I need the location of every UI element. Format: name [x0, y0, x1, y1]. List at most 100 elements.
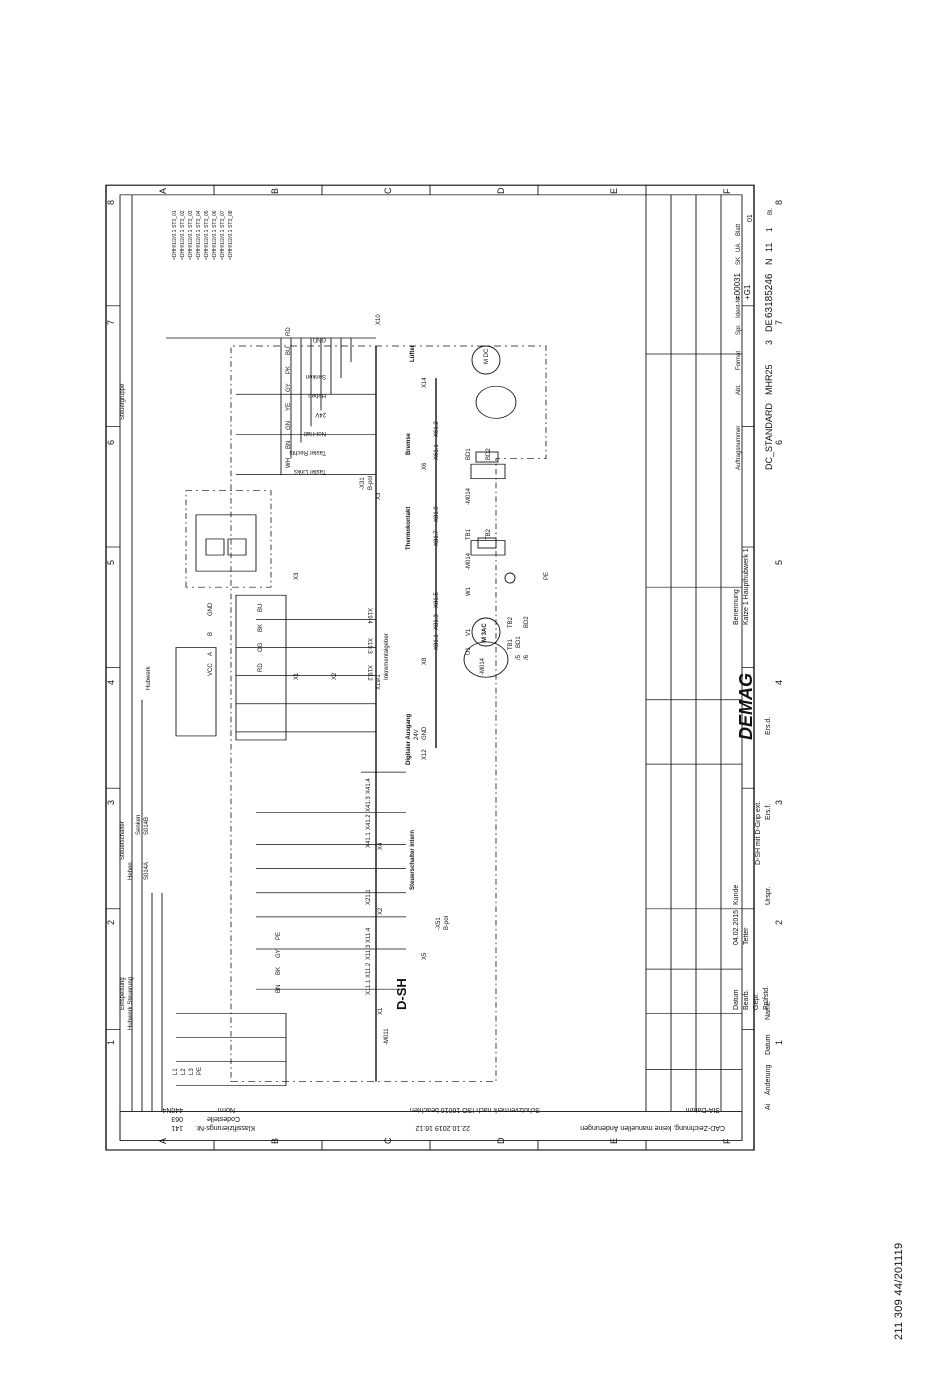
device-boundary — [230, 345, 547, 1082]
thermo-tb2: TB2 — [486, 528, 492, 540]
outid-1: ST3_01 — [172, 210, 178, 228]
norm-label: Norm — [218, 1106, 235, 1113]
encoder-module — [235, 594, 287, 741]
column-labels: 1 2 3 4 5 6 7 8 1 2 3 4 5 6 7 8 — [106, 200, 784, 1045]
row-b-top: B — [270, 188, 280, 194]
out-4: =DHH/1/2/0.1 — [196, 229, 202, 260]
bl-label: Bl. — [768, 208, 774, 215]
row-a: A — [158, 1138, 168, 1144]
klassifizierung-label: Klassifizierungs-Nr. — [195, 1124, 255, 1131]
top-right-2: +G1 — [743, 284, 752, 300]
enc-x19-1: X19/1 — [376, 674, 382, 690]
col-3: 3 — [106, 800, 116, 805]
enc-rd: RD — [258, 663, 264, 672]
x3-ref: -X31 — [360, 477, 366, 490]
bus-label: B-pol — [444, 916, 450, 930]
phase-l3: L3 — [189, 1068, 195, 1075]
motor-x81-3: X81.3 — [434, 614, 440, 630]
term-x21-1: X21.1 — [366, 889, 372, 905]
auftragsnummer-label: Auftragsnummer — [736, 426, 742, 470]
motor-w1: W1 — [466, 586, 472, 596]
row-markers — [213, 185, 647, 1150]
enc-og: OG — [258, 642, 264, 652]
steuerschalter-intern: Steuerschalter intern — [410, 830, 416, 890]
row-d: D — [496, 1137, 506, 1144]
motor-tb2: TB2 — [508, 616, 514, 628]
row-d-top: D — [496, 187, 506, 194]
col-6: 6 — [106, 440, 116, 445]
row-e-top: E — [609, 188, 619, 194]
out-3: =DHH/1/2/0.1 — [188, 229, 194, 260]
auftrag-value: DC_STANDARD — [764, 403, 774, 470]
thermo-x81-9: X81.9 — [434, 506, 440, 522]
sia-datum: SIA-Datum — [686, 1106, 720, 1113]
outid-7: ST3_07 — [220, 210, 226, 228]
brake-ref: -M014 — [466, 487, 472, 505]
urspr-label: Urspr. — [765, 886, 772, 905]
x3-sig-links: Taster Links — [294, 468, 326, 474]
timestamp: 22.10.2019 16:12 — [415, 1124, 470, 1131]
outid-6: ST3_06 — [212, 210, 218, 228]
motor-x8: X8 — [422, 657, 428, 665]
bearb-label: Bearb. — [743, 989, 750, 1010]
x3-wh: WH — [286, 458, 292, 468]
group-einspeisung: Einspeisung — [120, 977, 126, 1010]
dsh-ref: -M011 — [384, 1028, 390, 1045]
x5-label: X5 — [422, 952, 428, 960]
col-6-b: 6 — [774, 440, 784, 445]
title-block-text: DEMAG Datum 04.02.2015 Bearb. Tetter Gep… — [733, 208, 775, 1110]
col-2: 2 — [106, 920, 116, 925]
brake-x6: X6 — [422, 462, 428, 470]
x3-gn: GN — [286, 421, 292, 430]
brake-coil — [470, 463, 506, 480]
x3-sub: B-pol — [368, 476, 374, 490]
column-markers — [106, 305, 754, 1030]
codestelle-value: 063 — [171, 1115, 183, 1122]
outer-frame — [105, 184, 755, 1151]
brake-bd1: BD1 — [466, 448, 472, 460]
description: D-SH mit D-Grip ext. — [755, 801, 762, 865]
enc-module: Inkrementalgeber — [384, 633, 390, 680]
ladder-group-labels: Einspeisung Hubwerk Steuerung Heben Senk… — [120, 383, 152, 1030]
spr-value: DE — [764, 319, 774, 332]
outid-2: ST3_02 — [180, 210, 186, 228]
brake-x61-1: X61.1 — [434, 444, 440, 460]
row-b: B — [270, 1138, 280, 1144]
motor-labels: M 3AC -M014 X8 U1 V1 W1 PE X81.1 X81.3 X… — [422, 572, 550, 675]
sk-value: N — [764, 259, 774, 266]
term-x11-4: X11.4 — [366, 927, 372, 943]
phase-l2: L2 — [181, 1068, 187, 1075]
phase-l1: L1 — [173, 1068, 179, 1075]
term-x11-3: X11.3 — [366, 944, 372, 960]
bl-value: 1 — [765, 227, 774, 232]
motor-u1: U1 — [466, 647, 472, 655]
col-5: 5 — [106, 560, 116, 565]
group-hubwerk-steuerung: Hubwerk Steuerung — [128, 977, 134, 1030]
ua-label: UA — [736, 244, 742, 252]
logo: DEMAG — [736, 673, 756, 740]
digital-24v: 24V — [414, 729, 420, 740]
x3-sig-rechts: Taster Rechts — [289, 449, 326, 455]
out-6: =DHH/1/2/0.1 — [212, 229, 218, 260]
fan-x14: X14 — [422, 377, 428, 388]
ers-durch-label: Ers.d. — [765, 717, 772, 735]
x12-label: X12 — [422, 749, 428, 760]
blatt-value: 01 — [747, 214, 754, 222]
brake-label: Bremse — [406, 432, 412, 455]
digitaler-ausgang: Digitaler Ausgang — [406, 714, 412, 765]
wire-gy: GY — [276, 949, 282, 958]
thermo-tb1: TB1 — [466, 528, 472, 540]
row-c: C — [383, 1137, 393, 1144]
thermo-x81-7: X81.7 — [434, 530, 440, 546]
col-3-b: 3 — [774, 800, 784, 805]
out-1: =DHH/1/2/0.1 — [172, 229, 178, 260]
col-8-b: 8 — [774, 200, 784, 205]
norm-value: 440N4 — [162, 1106, 183, 1113]
top-right-1: =00031 — [733, 273, 742, 300]
out-2: =DHH/1/2/0.1 — [180, 229, 186, 260]
group-heben: Heben — [128, 862, 134, 880]
col-4-b: 4 — [774, 680, 784, 685]
x3-gy: GY — [286, 383, 292, 392]
row-f-top: F — [722, 188, 732, 194]
col-1-b: 1 — [774, 1040, 784, 1045]
